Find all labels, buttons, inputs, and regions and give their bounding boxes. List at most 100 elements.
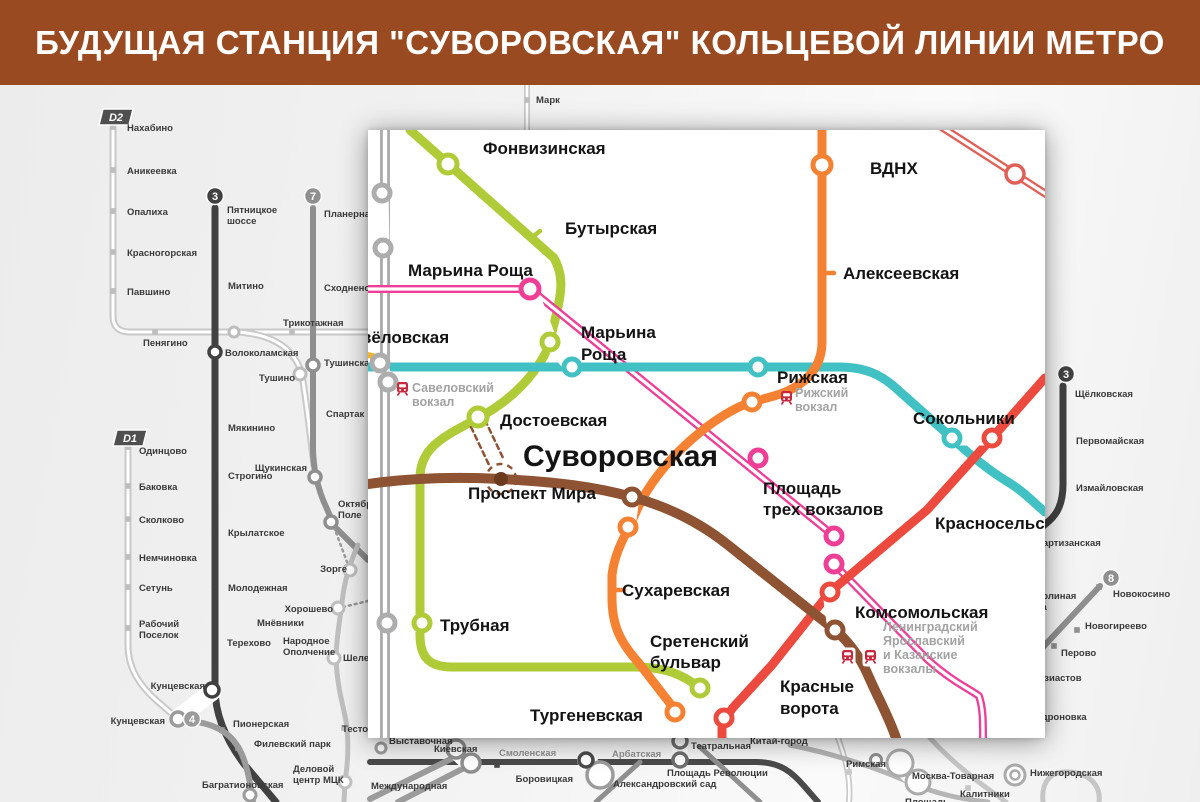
station-ring — [305, 357, 321, 373]
train-icon-light — [787, 398, 790, 400]
station-ring — [518, 277, 542, 301]
station-label: Зорге — [320, 564, 347, 575]
station-ring — [810, 153, 834, 177]
station-ring — [823, 525, 845, 547]
station-label: Нахабино — [127, 123, 173, 134]
tick-krasnye-vorota — [761, 662, 775, 676]
station-tick — [110, 208, 116, 214]
train-icon-light — [867, 657, 870, 659]
d2-line — [109, 118, 372, 336]
station-tick — [310, 410, 316, 416]
station-tick — [846, 769, 852, 775]
line-5-brown-circle — [368, 472, 901, 738]
station-ring — [371, 182, 393, 204]
station-label: Новогиреево — [1085, 621, 1147, 632]
station-tick — [110, 124, 116, 130]
station-ring — [577, 751, 595, 769]
station-tick — [289, 329, 295, 335]
train-icon-window — [399, 384, 406, 388]
station-tick — [219, 727, 225, 733]
dotted-zorge — [332, 525, 349, 564]
station-ring — [981, 427, 1003, 449]
train-icon-light — [399, 389, 402, 391]
station-tick — [110, 249, 116, 255]
station-tick — [212, 209, 218, 215]
future-station-dashed-ring — [484, 462, 518, 496]
station-label: Немчиновка — [139, 553, 198, 564]
station-ring — [203, 681, 221, 699]
badge-shape — [112, 429, 148, 447]
line-4-filyovskaya-a — [367, 754, 458, 802]
station-tick — [212, 282, 218, 288]
station-tick — [125, 554, 131, 560]
station-ring — [242, 787, 258, 802]
station-ring — [445, 738, 467, 760]
mcc-se-arc — [1040, 769, 1102, 802]
station-ring — [823, 553, 845, 575]
badge-shape — [98, 108, 134, 126]
station-label: Сухаревская — [622, 581, 730, 600]
station-ring — [713, 707, 735, 729]
station-tick — [152, 329, 158, 335]
train-icon-light — [848, 657, 851, 659]
station-label: Кунцевская — [151, 681, 205, 692]
station-label: Сходненская — [324, 283, 385, 294]
d2-pink-line-core — [368, 287, 985, 738]
train-station-icon — [839, 647, 856, 667]
station-label: Тушино — [259, 373, 295, 384]
station-label: Сколково — [139, 515, 184, 526]
station-label: Планерная — [324, 209, 376, 220]
badge-text: 7 — [310, 191, 316, 203]
station-label: Марьина Роща — [408, 261, 533, 280]
station-tick — [1051, 643, 1057, 649]
station-ring — [466, 405, 490, 429]
station-label: Рижская — [777, 368, 848, 387]
station-label: ВДНХ — [870, 159, 918, 178]
kalitniki-line — [927, 735, 1009, 802]
station-label: Фонвизинская — [483, 139, 606, 158]
mcc-line — [333, 542, 361, 802]
line-number-badge: 7 — [303, 186, 323, 206]
station-ring — [207, 344, 223, 360]
station-label: Строгино — [228, 471, 273, 482]
diag-kitay — [697, 744, 763, 802]
tick-krasnoselskaya — [924, 499, 939, 513]
d1-line-core — [126, 442, 180, 721]
station-label: Китай-город — [750, 736, 808, 747]
line-3-arbatskaya — [367, 759, 821, 802]
train-icon-legs — [396, 392, 409, 396]
station-ring — [377, 371, 399, 393]
station-ring — [747, 356, 769, 378]
station-label: Крылатское — [228, 528, 285, 539]
train-icon-window — [783, 393, 790, 397]
line-number-badge: 4 — [182, 709, 202, 729]
train-icon-legs — [780, 401, 793, 405]
station-ring — [539, 331, 561, 353]
station-ring — [869, 753, 883, 767]
station-tick — [125, 483, 131, 489]
station-tick — [110, 167, 116, 173]
station-tick — [212, 424, 218, 430]
station-label: Площадь Революции — [667, 768, 768, 779]
station-ring — [337, 774, 353, 790]
diag-teatralnaya — [593, 759, 643, 802]
station-tick — [235, 745, 241, 751]
dotted-khoroshevo — [341, 599, 370, 609]
train-icon-light — [844, 657, 847, 659]
badge-shape — [303, 186, 323, 206]
station-tick — [965, 785, 971, 791]
station-ring — [372, 237, 394, 259]
train-station-icon — [396, 382, 409, 396]
line-number-badge: 3 — [1056, 364, 1076, 384]
station-ring — [671, 751, 689, 769]
station-tick — [341, 725, 347, 731]
station-label: Измайловская — [1076, 483, 1144, 494]
station-label: Боровицкая — [516, 774, 573, 785]
badge-text: D2 — [109, 112, 123, 124]
station-tick — [212, 584, 218, 590]
badge-shape — [1056, 364, 1076, 384]
